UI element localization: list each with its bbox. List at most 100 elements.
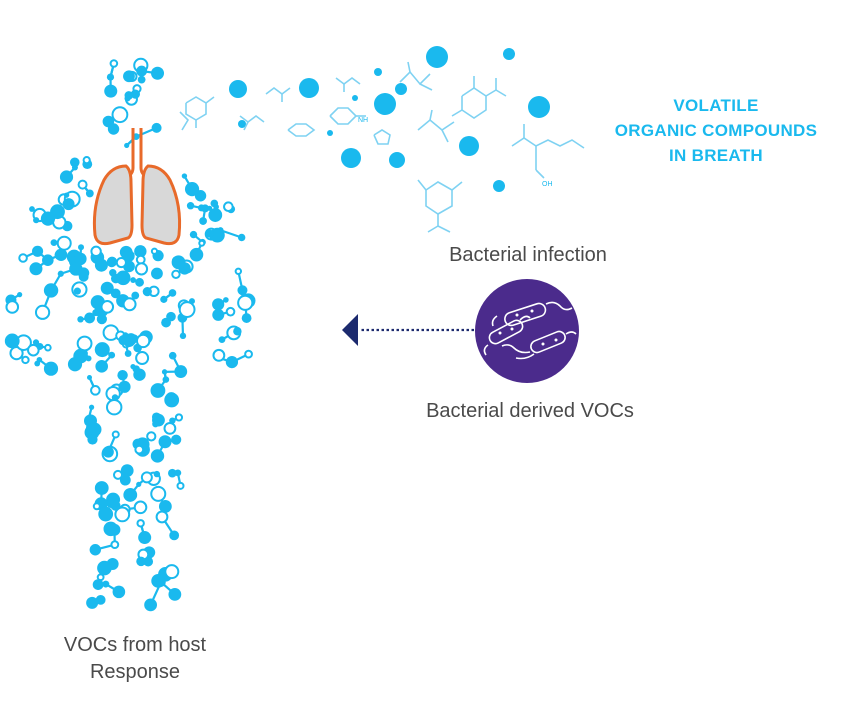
network-node xyxy=(169,530,180,541)
host-label-line-1: VOCs from host xyxy=(63,634,207,656)
network-node xyxy=(134,444,145,455)
network-node xyxy=(21,355,30,365)
network-node xyxy=(90,245,102,258)
network-node xyxy=(77,179,88,190)
network-node xyxy=(140,471,153,484)
network-node xyxy=(122,297,137,312)
network-node xyxy=(100,281,114,295)
voc-dot xyxy=(389,152,405,168)
network-node xyxy=(237,285,248,296)
network-node xyxy=(124,350,132,357)
network-node xyxy=(77,316,84,323)
network-node xyxy=(57,270,64,277)
network-node xyxy=(87,375,93,381)
network-node xyxy=(152,420,159,428)
network-node xyxy=(137,75,146,84)
network-node xyxy=(4,333,20,349)
network-node xyxy=(199,217,207,225)
network-node xyxy=(54,248,68,261)
network-node xyxy=(106,73,115,81)
network-node xyxy=(29,262,43,276)
network-node xyxy=(189,247,204,262)
network-node xyxy=(151,122,162,133)
voc-dot xyxy=(352,95,358,101)
network-node xyxy=(108,523,121,536)
network-node xyxy=(95,360,108,373)
network-node xyxy=(150,485,167,502)
network-node xyxy=(111,430,120,439)
network-node xyxy=(212,298,225,311)
network-node xyxy=(133,368,146,381)
network-node xyxy=(56,235,72,251)
network-node xyxy=(164,564,180,580)
network-node xyxy=(31,245,44,257)
network-node xyxy=(209,227,225,243)
network-node xyxy=(82,155,91,165)
network-node xyxy=(124,95,131,102)
voc-dot xyxy=(493,180,505,192)
network-node xyxy=(42,254,54,266)
network-node xyxy=(18,253,28,263)
voc-dot xyxy=(503,48,515,60)
network-node xyxy=(111,259,117,265)
network-node xyxy=(158,500,172,513)
network-node xyxy=(17,292,23,298)
network-node xyxy=(131,291,140,300)
network-node xyxy=(151,412,161,422)
network-node xyxy=(122,249,135,262)
network-node xyxy=(110,500,121,511)
network-node xyxy=(94,258,108,272)
network-node xyxy=(44,343,52,352)
network-node xyxy=(184,181,200,197)
network-node xyxy=(174,469,182,477)
network-node xyxy=(225,355,239,369)
network-node xyxy=(134,262,149,276)
network-node xyxy=(234,267,243,276)
network-node xyxy=(176,481,185,490)
network-node xyxy=(34,360,41,367)
voc-dot xyxy=(299,78,319,98)
network-node xyxy=(81,350,88,357)
voc-dot xyxy=(374,68,382,76)
network-node xyxy=(237,294,254,311)
network-node xyxy=(171,269,181,279)
title-line-1: VOLATILE xyxy=(673,96,759,115)
network-node xyxy=(97,560,112,576)
network-node xyxy=(115,256,127,269)
voc-dot xyxy=(238,120,246,128)
network-node xyxy=(144,598,158,612)
network-node xyxy=(111,106,129,124)
network-node xyxy=(168,468,177,478)
network-node xyxy=(160,295,168,303)
network-node xyxy=(119,474,131,486)
network-node xyxy=(205,229,214,238)
network-node xyxy=(123,488,138,502)
network-node xyxy=(212,308,225,321)
network-node xyxy=(151,267,163,280)
network-node xyxy=(69,157,80,168)
network-node xyxy=(153,470,161,478)
network-node xyxy=(76,335,93,352)
network-node xyxy=(136,556,146,567)
network-node xyxy=(87,434,98,445)
network-node xyxy=(78,244,85,251)
network-node xyxy=(124,142,130,149)
voc-dot xyxy=(341,148,361,168)
network-node xyxy=(198,239,206,247)
network-node xyxy=(110,540,120,550)
network-node xyxy=(130,277,137,283)
network-node xyxy=(94,342,110,358)
voc-dot xyxy=(395,83,407,95)
network-node xyxy=(89,426,97,433)
network-node xyxy=(150,383,166,398)
network-node xyxy=(109,59,119,68)
network-node xyxy=(89,544,101,556)
network-node xyxy=(174,365,188,378)
lungs-icon xyxy=(92,128,182,246)
network-node xyxy=(179,332,187,340)
network-node xyxy=(67,357,83,372)
network-node xyxy=(123,70,135,83)
network-node xyxy=(90,385,101,396)
network-node xyxy=(34,304,51,320)
